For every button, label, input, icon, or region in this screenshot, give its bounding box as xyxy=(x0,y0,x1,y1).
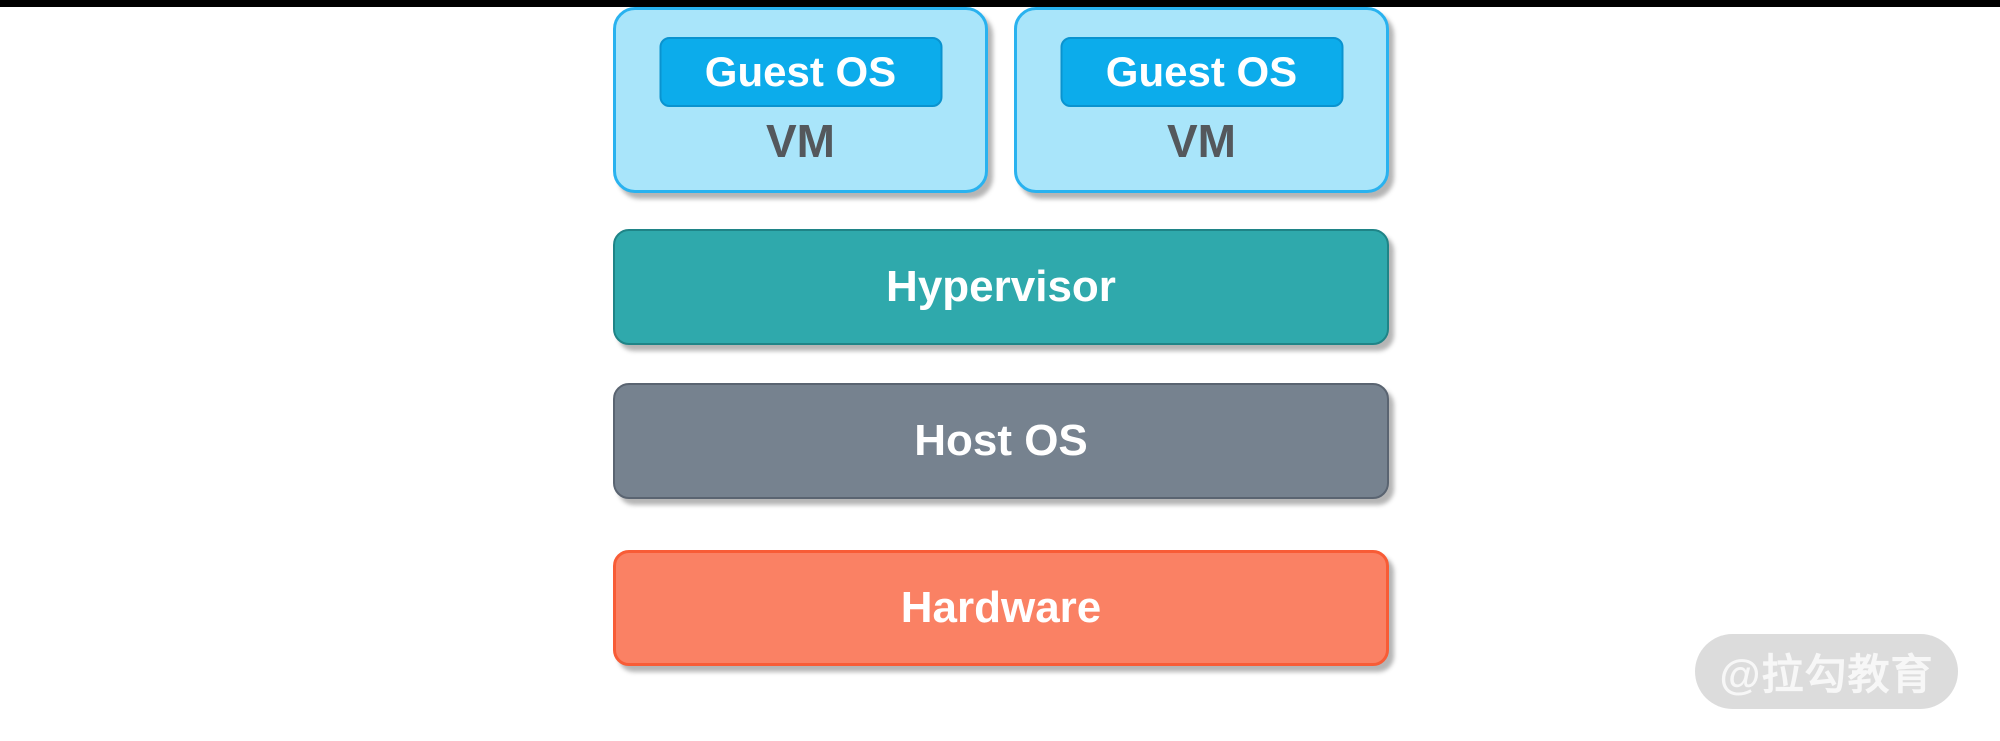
guest-os-block-2: Guest OS xyxy=(1060,37,1343,107)
vm-label-2: VM xyxy=(1167,115,1236,167)
vm-label-1: VM xyxy=(766,115,835,167)
layer-host-os: Host OS xyxy=(613,383,1389,499)
layer-hardware: Hardware xyxy=(613,550,1389,666)
vm-box-2: Guest OS VM xyxy=(1014,7,1389,193)
vm-box-1: Guest OS VM xyxy=(613,7,988,193)
watermark-badge: @拉勾教育 xyxy=(1695,634,1958,709)
layer-hypervisor: Hypervisor xyxy=(613,229,1389,345)
guest-os-block-1: Guest OS xyxy=(659,37,942,107)
top-black-bar xyxy=(0,0,2000,7)
